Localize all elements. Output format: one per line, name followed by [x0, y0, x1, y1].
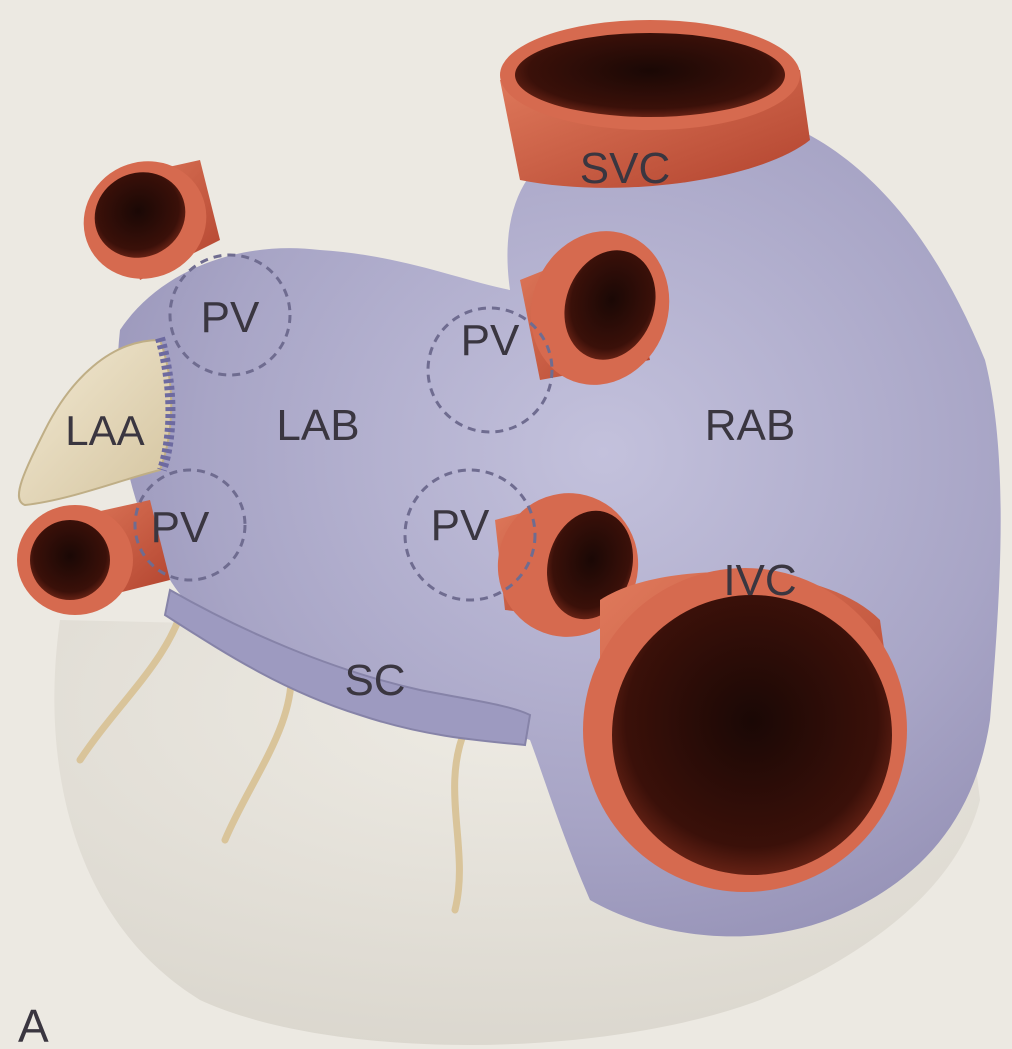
panel-letter: A	[18, 1000, 49, 1049]
label-pv-lower-right: PV	[431, 501, 490, 550]
label-lab: LAB	[276, 401, 359, 450]
label-laa: LAA	[65, 407, 144, 454]
label-sc: SC	[344, 656, 405, 705]
label-pv-upper-left: PV	[201, 293, 260, 342]
label-rab: RAB	[705, 401, 795, 450]
ivc-vessel	[583, 568, 907, 892]
label-pv-upper-right: PV	[461, 316, 520, 365]
svc-lumen	[515, 33, 785, 117]
label-ivc: IVC	[723, 556, 796, 605]
label-pv-lower-left: PV	[151, 503, 210, 552]
label-svc: SVC	[580, 144, 670, 193]
